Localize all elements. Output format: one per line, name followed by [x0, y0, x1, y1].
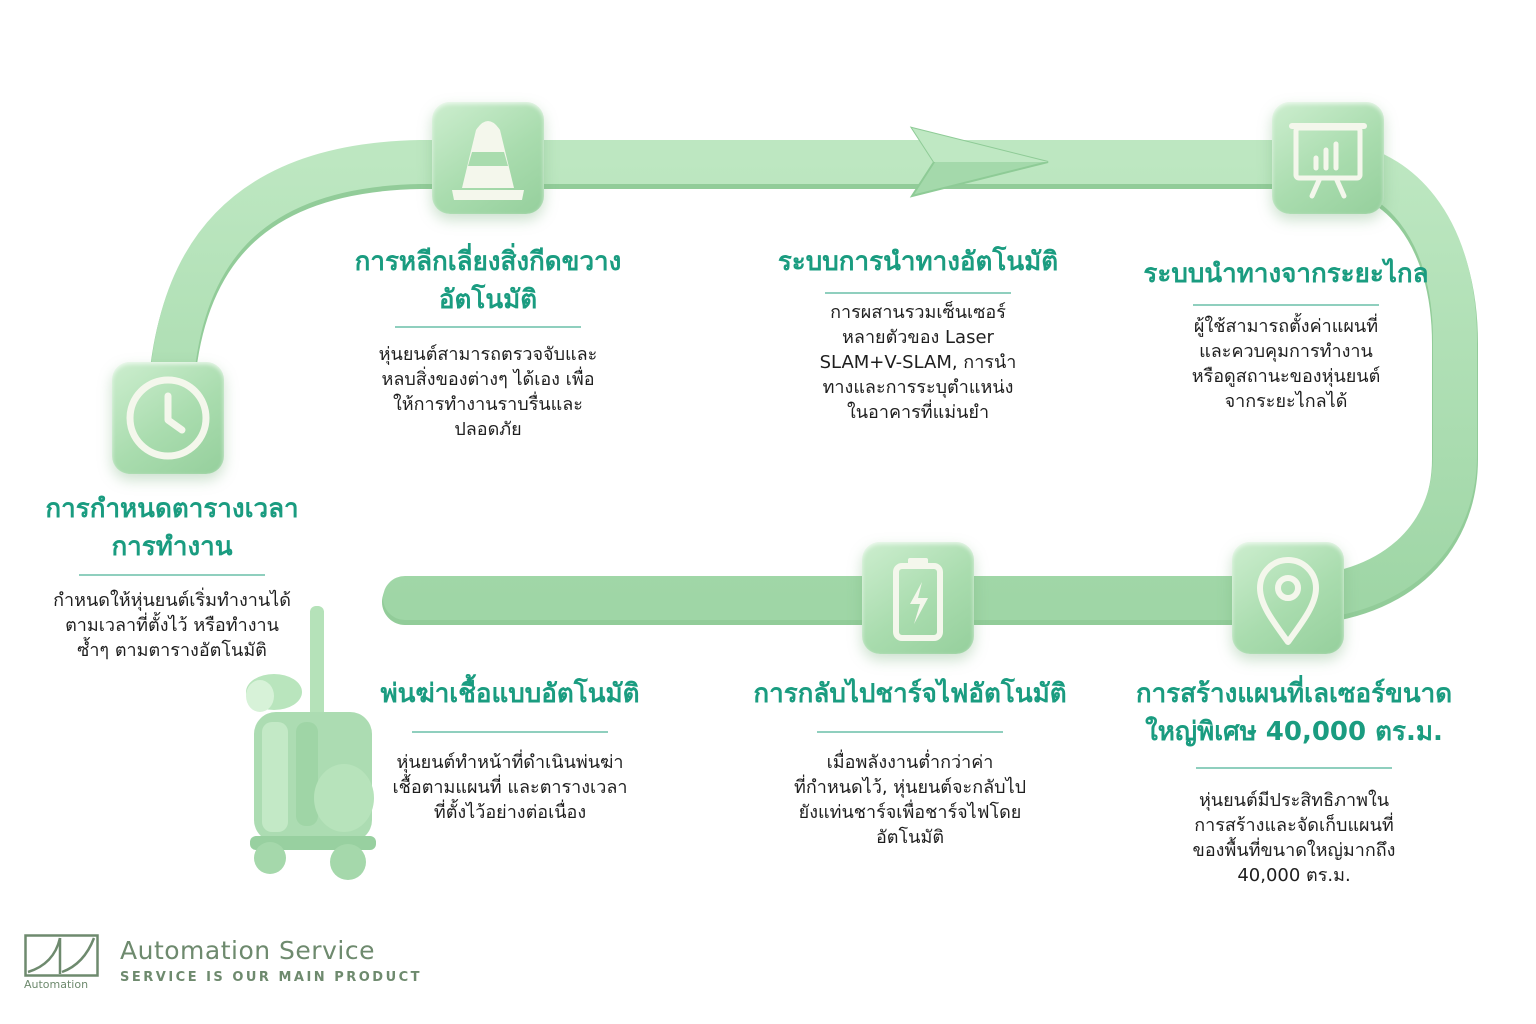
map-pin-icon [1257, 557, 1319, 645]
step-description-line: หลบสิ่งของต่างๆ ได้เอง เพื่อ [381, 369, 595, 390]
logo-mark-text: Automation [24, 978, 89, 991]
step-6-divider [817, 731, 1003, 733]
step-3-title: ระบบการนำทางอัตโนมัติ [768, 243, 1068, 281]
step-description-line: ยังแท่นชาร์จเพื่อชาร์จไฟโดย [798, 802, 1022, 823]
step-description-line: หุ่นยนต์ทำหน้าที่ดำเนินพ่นฆ่า [396, 752, 624, 773]
step-6-description: เมื่อพลังงานต่ำกว่าค่าที่กำหนดไว้, หุ่นย… [740, 750, 1080, 850]
step-4-description: ผู้ใช้สามารถตั้งค่าแผนที่และควบคุมการทำง… [1126, 314, 1446, 414]
step-2-title: การหลีกเลี่ยงสิ่งกีดขวางอัตโนมัติ [338, 243, 638, 319]
presentation-chart-icon [1289, 123, 1367, 199]
step-title-line: ระบบการนำทางอัตโนมัติ [777, 247, 1059, 277]
battery-tile [862, 542, 974, 654]
step-description-line: ในอาคารที่แม่นยำ [846, 402, 990, 423]
step-1-description: กำหนดให้หุ่นยนต์เริ่มทำงานได้ตามเวลาที่ต… [22, 588, 322, 663]
step-description-line: ที่กำหนดไว้, หุ่นยนต์จะกลับไป [793, 777, 1027, 798]
step-5-description: หุ่นยนต์มีประสิทธิภาพในการสร้างและจัดเก็… [1124, 788, 1464, 888]
step-description-line: หุ่นยนต์มีประสิทธิภาพใน [1198, 790, 1390, 811]
step-description-line: เชื้อตามแผนที่ และตารางเวลา [392, 777, 628, 798]
step-3-divider [825, 292, 1011, 294]
step-description-line: อัตโนมัติ [875, 827, 945, 848]
step-title-line: ระบบนำทางจากระยะไกล [1143, 259, 1429, 289]
path-ribbon [148, 140, 1477, 620]
step-description-line: หลายตัวของ Laser [842, 327, 994, 348]
logo-name: Automation Service [120, 936, 375, 965]
step-1-divider [79, 574, 265, 576]
step-title-line: การกลับไปชาร์จไฟอัตโนมัติ [753, 679, 1067, 709]
logo-tagline: SERVICE IS OUR MAIN PRODUCT [120, 970, 423, 985]
battery-charging-icon [893, 558, 943, 641]
traffic-cone-icon [452, 121, 524, 200]
step-description-line: ที่ตั้งไว้อย่างต่อเนื่อง [433, 802, 587, 823]
step-4-title: ระบบนำทางจากระยะไกล [1126, 255, 1446, 293]
step-5-divider [1196, 767, 1392, 769]
clock-tile [112, 362, 224, 474]
step-4-divider [1193, 304, 1379, 306]
step-description-line: ทางและการระบุตำแหน่ง [822, 377, 1014, 398]
map-pin-tile [1232, 542, 1344, 654]
step-7-divider [412, 731, 608, 733]
step-7-description: หุ่นยนต์ทำหน้าที่ดำเนินพ่นฆ่าเชื้อตามแผน… [350, 750, 670, 825]
step-description-line: เมื่อพลังงานต่ำกว่าค่า [826, 752, 994, 773]
step-description-line: ให้การทำงานราบรื่นและ [393, 394, 583, 415]
step-title-line: ใหญ่พิเศษ 40,000 ตร.ม. [1145, 717, 1443, 747]
step-description-line: การสร้างและจัดเก็บแผนที่ [1194, 815, 1394, 836]
traffic-cone-tile [432, 102, 544, 214]
step-5-title: การสร้างแผนที่เลเซอร์ขนาดใหญ่พิเศษ 40,00… [1124, 675, 1464, 751]
step-description-line: SLAM+V-SLAM, การนำ [819, 352, 1017, 373]
step-title-line: การกำหนดตารางเวลา [45, 494, 299, 524]
step-description-line: กำหนดให้หุ่นยนต์เริ่มทำงานได้ [53, 590, 291, 611]
disinfection-robot-icon [246, 606, 376, 880]
step-description-line: และควบคุมการทำงาน [1199, 341, 1373, 362]
step-description-line: หรือดูสถานะของหุ่นยนต์ [1191, 366, 1381, 387]
step-1-title: การกำหนดตารางเวลาการทำงาน [22, 490, 322, 566]
step-2-divider [395, 326, 581, 328]
navigation-arrow-icon [909, 126, 1049, 198]
step-title-line: พ่นฆ่าเชื้อแบบอัตโนมัติ [380, 679, 640, 709]
step-description-line: ผู้ใช้สามารถตั้งค่าแผนที่ [1193, 316, 1379, 337]
step-7-title: พ่นฆ่าเชื้อแบบอัตโนมัติ [350, 675, 670, 713]
presentation-chart-tile [1272, 102, 1384, 214]
clock-icon [126, 376, 210, 460]
automation-logo-mark [24, 934, 99, 977]
step-description-line: ซ้ำๆ ตามตารางอัตโนมัติ [77, 640, 267, 661]
step-description-line: หุ่นยนต์สามารถตรวจจับและ [378, 344, 598, 365]
step-description-line: ของพื้นที่ขนาดใหญ่มากถึง [1192, 840, 1396, 861]
step-description-line: 40,000 ตร.ม. [1237, 865, 1351, 886]
step-6-title: การกลับไปชาร์จไฟอัตโนมัติ [740, 675, 1080, 713]
step-description-line: ปลอดภัย [454, 419, 522, 440]
step-2-description: หุ่นยนต์สามารถตรวจจับและหลบสิ่งของต่างๆ … [338, 342, 638, 442]
step-description-line: จากระยะไกลได้ [1224, 391, 1348, 412]
step-description-line: การผสานรวมเซ็นเซอร์ [830, 302, 1006, 323]
step-title-line: การทำงาน [111, 532, 233, 562]
step-title-line: การหลีกเลี่ยงสิ่งกีดขวาง [354, 247, 622, 277]
step-description-line: ตามเวลาที่ตั้งไว้ หรือทำงาน [65, 615, 279, 636]
step-title-line: การสร้างแผนที่เลเซอร์ขนาด [1135, 679, 1453, 709]
step-title-line: อัตโนมัติ [438, 285, 538, 315]
